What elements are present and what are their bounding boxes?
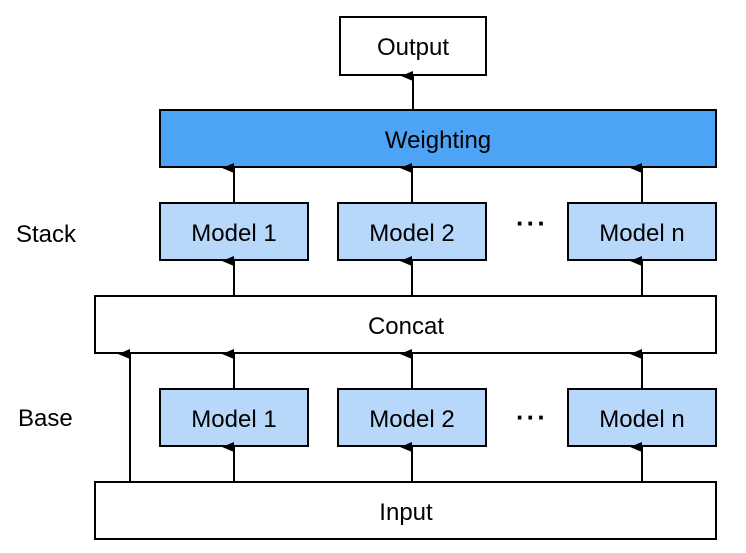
stack-model-2-box: Model 2 [337,202,487,261]
output-label: Output [377,34,449,61]
base-ellipsis: ··· [516,402,548,432]
base-label: Base [18,405,73,432]
base-model-2-box: Model 2 [337,388,487,447]
base-model-2-label: Model 2 [369,406,454,433]
stack-model-1-label: Model 1 [191,220,276,247]
stack-model-1-box: Model 1 [159,202,309,261]
stack-label: Stack [16,221,77,248]
base-model-1-box: Model 1 [159,388,309,447]
concat-label: Concat [368,313,444,340]
input-label: Input [379,499,433,526]
stack-model-n-box: Model n [567,202,717,261]
stack-model-n-label: Model n [599,220,684,247]
weighting-label: Weighting [385,127,491,154]
stack-model-2-label: Model 2 [369,220,454,247]
input-box: Input [94,481,717,540]
weighting-box: Weighting [159,109,717,168]
concat-box: Concat [94,295,717,354]
output-box: Output [339,16,487,76]
base-model-1-label: Model 1 [191,406,276,433]
stack-ellipsis: ··· [516,208,548,238]
base-model-n-box: Model n [567,388,717,447]
base-model-n-label: Model n [599,406,684,433]
